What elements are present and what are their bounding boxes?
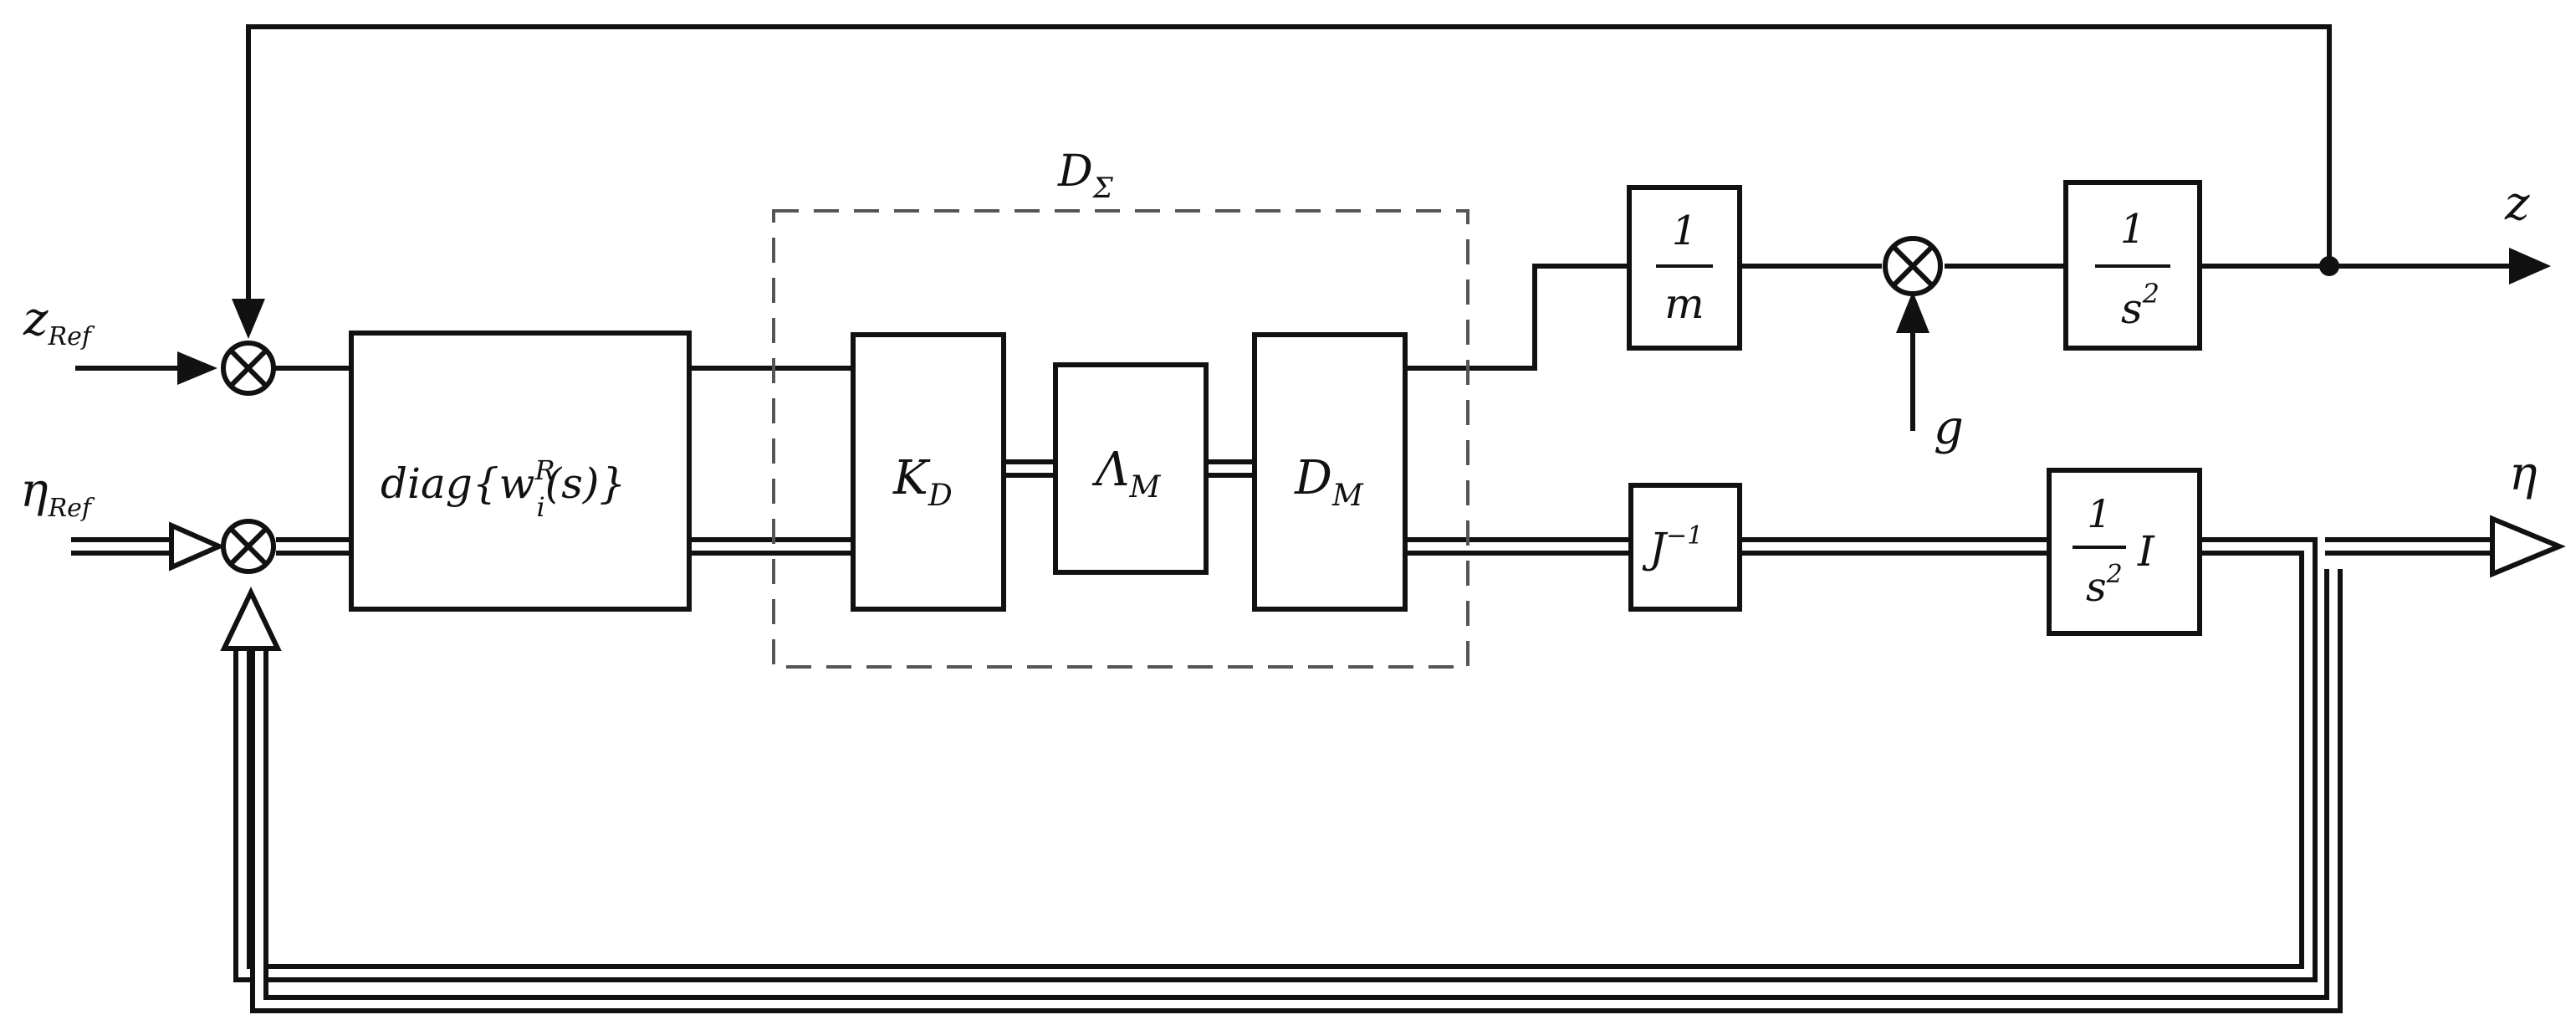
one-over-s2-i-numerator: 1 [2087, 491, 2111, 536]
eta-output-label: η [2509, 447, 2538, 501]
g-label: g [1934, 401, 1964, 455]
one-over-s2-i-suffix: I [2137, 527, 2155, 576]
one-over-s2-i-block [2047, 468, 2202, 636]
summing-junction-z [221, 341, 276, 396]
one-over-s2-numerator: 1 [2120, 206, 2146, 253]
one-over-m-numerator: 1 [1672, 208, 1698, 254]
summing-junction-gravity [1883, 236, 1943, 296]
eta-ref-arrowhead [169, 521, 226, 571]
one-over-s2-denominator: s2 [2121, 278, 2159, 333]
z-ref-label: zRef [23, 292, 95, 351]
vector-signal-lines [71, 459, 2492, 1013]
controller-block [349, 331, 692, 612]
kd-block [851, 332, 1006, 612]
dm-block [1252, 332, 1408, 612]
j-inverse-block [1628, 483, 1742, 612]
dm-label: DM [1294, 451, 1364, 513]
scalar-signal-lines [75, 24, 2509, 431]
eta-feedback-arrowhead [220, 587, 282, 651]
d-sigma-label: DΣ [1057, 146, 1114, 205]
g-arrowhead [1896, 291, 1929, 333]
z-output-arrowhead [2509, 248, 2551, 284]
eta-ref-label: ηRef [20, 464, 95, 523]
d-sigma-group-box [772, 209, 1469, 669]
z-feedback-arrowhead [232, 299, 265, 339]
eta-output-arrowhead [2490, 515, 2566, 578]
lambda-m-block [1053, 362, 1209, 575]
arrowheads [169, 248, 2566, 651]
summing-junction-eta [221, 519, 276, 574]
z-ref-arrowhead [177, 351, 217, 385]
z-branch-point [2319, 256, 2339, 276]
lambda-m-label: ΛM [1091, 443, 1161, 505]
one-over-m-denominator: m [1664, 279, 1704, 328]
one-over-s2-i-denominator: s2 [2086, 560, 2123, 611]
z-output-label: z [2504, 177, 2530, 231]
kd-label: KD [892, 451, 953, 513]
